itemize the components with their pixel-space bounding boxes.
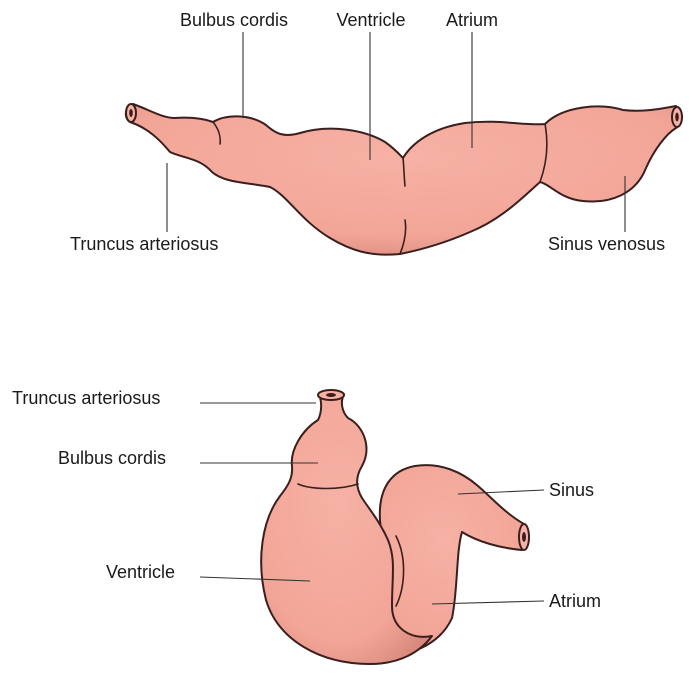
straight-heart-tube: [126, 104, 682, 255]
label-top-atrium: Atrium: [446, 10, 498, 30]
straight-tube-body: [126, 104, 681, 255]
sinus-lumen-bottom: [522, 532, 526, 542]
label-top-bulbus-cordis: Bulbus cordis: [180, 10, 288, 30]
sinus-lumen-top: [675, 113, 679, 122]
label-top-sinus-venosus: Sinus venosus: [548, 234, 665, 254]
label-bottom-truncus-arteriosus: Truncus arteriosus: [12, 388, 160, 408]
label-bottom-ventricle: Ventricle: [106, 562, 175, 582]
looped-heart-tube: [261, 390, 529, 664]
truncus-lumen-top: [129, 109, 133, 117]
label-bottom-bulbus-cordis: Bulbus cordis: [58, 448, 166, 468]
label-bottom-atrium: Atrium: [549, 591, 601, 611]
label-top-truncus-arteriosus: Truncus arteriosus: [70, 234, 218, 254]
truncus-lumen-bottom: [326, 393, 336, 397]
label-bottom-sinus: Sinus: [549, 480, 594, 500]
label-top-ventricle: Ventricle: [336, 10, 405, 30]
